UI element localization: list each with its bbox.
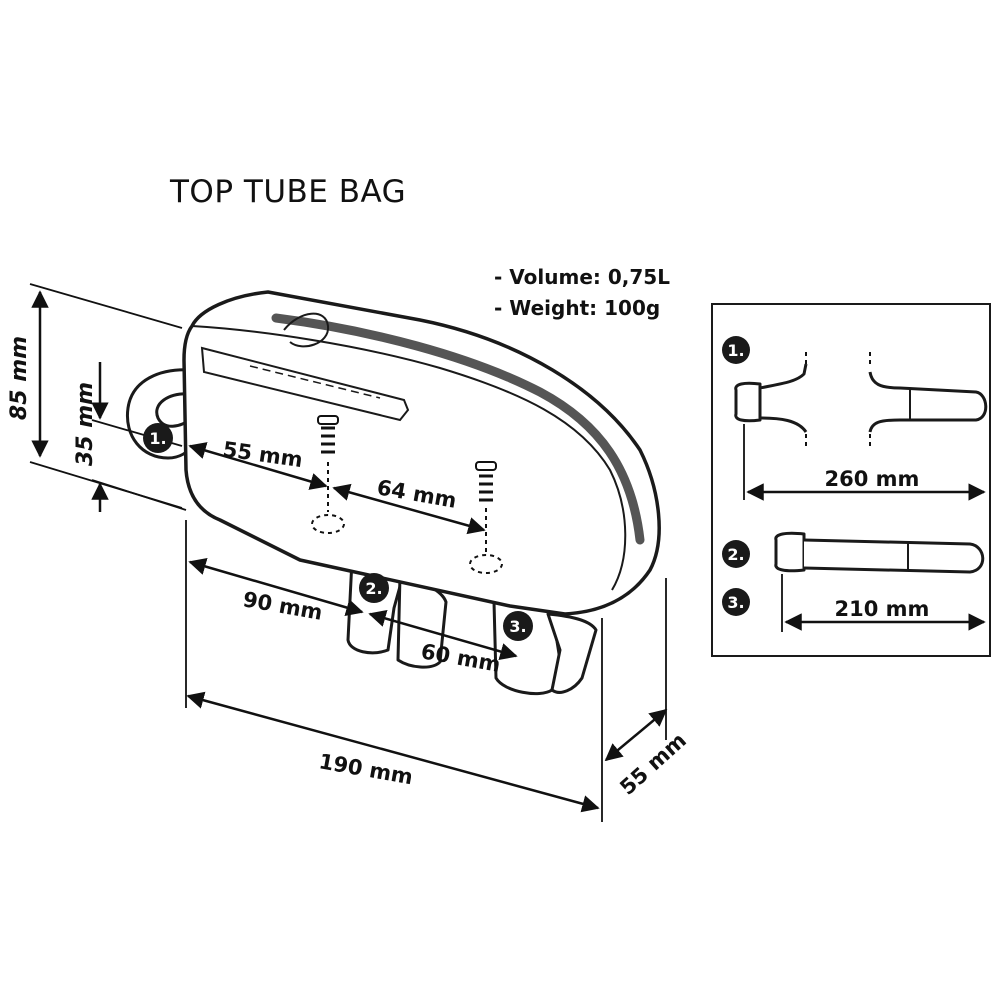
zipper-icon xyxy=(271,313,645,545)
strap-23-length-label: 210 mm xyxy=(835,597,930,621)
screw-icon xyxy=(469,461,503,574)
marker-1: 1. xyxy=(143,423,173,453)
svg-text:1.: 1. xyxy=(727,341,744,360)
width-dimension: 55 mm xyxy=(604,578,691,800)
spec-weight: - Weight: 100g xyxy=(494,296,660,320)
svg-text:3.: 3. xyxy=(727,593,744,612)
width-label: 55 mm xyxy=(615,728,691,800)
height-dimension-85: 85 mm xyxy=(7,283,183,509)
svg-text:2.: 2. xyxy=(727,545,744,564)
marker-3: 3. xyxy=(503,611,533,641)
height-total-label: 85 mm xyxy=(7,336,32,420)
spec-volume: - Volume: 0,75L xyxy=(494,265,670,289)
bag-body xyxy=(182,290,661,616)
length-label: 190 mm xyxy=(317,749,415,789)
straps-panel: 1. 260 mm 2. 3. 210 mm xyxy=(711,303,991,657)
strap2-offset-label: 90 mm xyxy=(241,587,324,625)
strap-1-length-label: 260 mm xyxy=(825,467,920,491)
height-dimension-35: 35 mm xyxy=(73,362,187,512)
height-lower-label: 35 mm xyxy=(73,382,98,466)
svg-text:2.: 2. xyxy=(365,579,382,598)
strap-23-item: 2. 3. 210 mm xyxy=(722,531,986,632)
bottom-strap-3 xyxy=(492,600,598,696)
marker-2: 2. xyxy=(359,573,389,603)
page-title: TOP TUBE BAG xyxy=(169,174,406,210)
svg-text:3.: 3. xyxy=(509,617,526,636)
strap-spacing-label: 60 mm xyxy=(419,639,502,677)
strap-1-item: 1. 260 mm xyxy=(722,336,988,501)
svg-text:1.: 1. xyxy=(149,429,166,448)
